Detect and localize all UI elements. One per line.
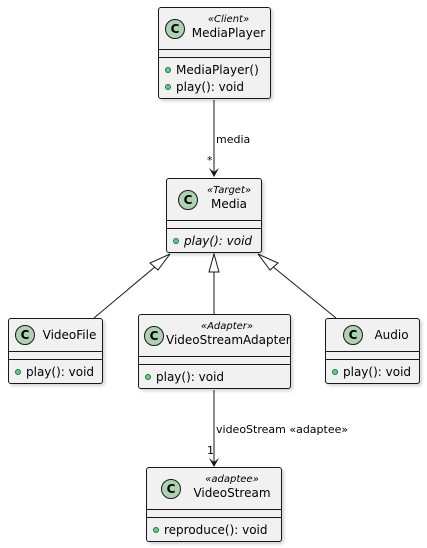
class-media[interactable]: C «Target» Media play(): void bbox=[166, 178, 262, 253]
class-member: MediaPlayer() bbox=[165, 62, 270, 79]
methods-compartment: play(): void bbox=[326, 360, 419, 385]
class-titles: VideoFile bbox=[39, 328, 100, 343]
class-icon: C bbox=[343, 325, 363, 345]
class-member: play(): void bbox=[15, 364, 102, 381]
class-stereotype: «Target» bbox=[206, 185, 252, 196]
methods-compartment: MediaPlayer() play(): void bbox=[159, 58, 270, 100]
public-visibility-icon bbox=[15, 369, 21, 375]
attributes-compartment bbox=[159, 50, 270, 58]
public-visibility-icon bbox=[145, 374, 151, 380]
methods-compartment: play(): void bbox=[9, 360, 102, 385]
class-header: C «Target» Media bbox=[167, 179, 261, 221]
class-header: C «adaptee» VideoStream bbox=[147, 468, 281, 510]
generalization-line-videofile bbox=[93, 265, 157, 319]
public-visibility-icon bbox=[332, 369, 338, 375]
class-videostreamadapter[interactable]: C «Adapter» VideoStreamAdapter play(): v… bbox=[138, 314, 291, 389]
attributes-compartment bbox=[9, 352, 102, 360]
class-videofile[interactable]: C VideoFile play(): void bbox=[8, 318, 103, 384]
methods-compartment: play(): void bbox=[139, 365, 290, 390]
edge-label-media: media bbox=[216, 133, 251, 146]
attributes-compartment bbox=[139, 357, 290, 365]
methods-compartment: play(): void bbox=[167, 229, 261, 254]
generalization-triangle-audio bbox=[257, 253, 279, 271]
class-titles: «Target» Media bbox=[199, 184, 259, 212]
public-visibility-icon bbox=[153, 527, 159, 533]
association-arrowhead-adaptee bbox=[209, 458, 219, 467]
class-name: VideoStreamAdapter bbox=[166, 333, 291, 347]
association-arrowhead-media bbox=[209, 168, 219, 177]
public-visibility-icon bbox=[165, 84, 171, 90]
class-header: C «Client» MediaPlayer bbox=[159, 8, 270, 50]
class-name: MediaPlayer bbox=[191, 26, 266, 40]
multiplicity-adaptee: 1 bbox=[207, 444, 214, 457]
class-icon: C bbox=[178, 190, 198, 210]
class-header: C Audio bbox=[326, 319, 419, 352]
class-name: Audio bbox=[374, 328, 409, 342]
class-header: C VideoFile bbox=[9, 319, 102, 352]
generalization-triangle-videofile bbox=[149, 253, 171, 271]
class-member: play(): void bbox=[332, 364, 419, 381]
generalization-line-audio bbox=[271, 265, 337, 319]
class-header: C «Adapter» VideoStreamAdapter bbox=[139, 315, 291, 357]
generalization-triangle-adapter bbox=[208, 252, 220, 273]
class-icon: C bbox=[15, 325, 35, 345]
methods-compartment: reproduce(): void bbox=[147, 518, 281, 543]
class-mediaplayer[interactable]: C «Client» MediaPlayer MediaPlayer() pla… bbox=[158, 7, 271, 99]
public-visibility-icon bbox=[173, 238, 179, 244]
class-icon: C bbox=[165, 19, 185, 39]
attributes-compartment bbox=[147, 510, 281, 518]
class-titles: «Adapter» VideoStreamAdapter bbox=[166, 320, 291, 348]
class-name: VideoFile bbox=[42, 328, 97, 342]
class-icon: C bbox=[161, 479, 181, 499]
class-member: play(): void bbox=[173, 233, 261, 250]
class-audio[interactable]: C Audio play(): void bbox=[325, 318, 420, 384]
class-member: play(): void bbox=[165, 79, 270, 96]
class-member: play(): void bbox=[145, 369, 290, 386]
class-member: reproduce(): void bbox=[153, 522, 281, 539]
edge-label-adaptee: videoStream «adaptee» bbox=[216, 423, 349, 436]
class-stereotype: «Client» bbox=[207, 14, 250, 25]
class-name: VideoStream bbox=[193, 486, 271, 500]
multiplicity-media: * bbox=[207, 154, 213, 167]
attributes-compartment bbox=[326, 352, 419, 360]
class-name: Media bbox=[210, 197, 248, 211]
class-videostream[interactable]: C «adaptee» VideoStream reproduce(): voi… bbox=[146, 467, 282, 542]
class-titles: «Client» MediaPlayer bbox=[189, 13, 268, 41]
class-icon: C bbox=[144, 326, 164, 346]
class-titles: «adaptee» VideoStream bbox=[185, 473, 279, 501]
public-visibility-icon bbox=[165, 67, 171, 73]
class-stereotype: «adaptee» bbox=[205, 474, 259, 485]
class-stereotype: «Adapter» bbox=[200, 321, 254, 332]
class-titles: Audio bbox=[366, 328, 417, 343]
attributes-compartment bbox=[167, 221, 261, 229]
